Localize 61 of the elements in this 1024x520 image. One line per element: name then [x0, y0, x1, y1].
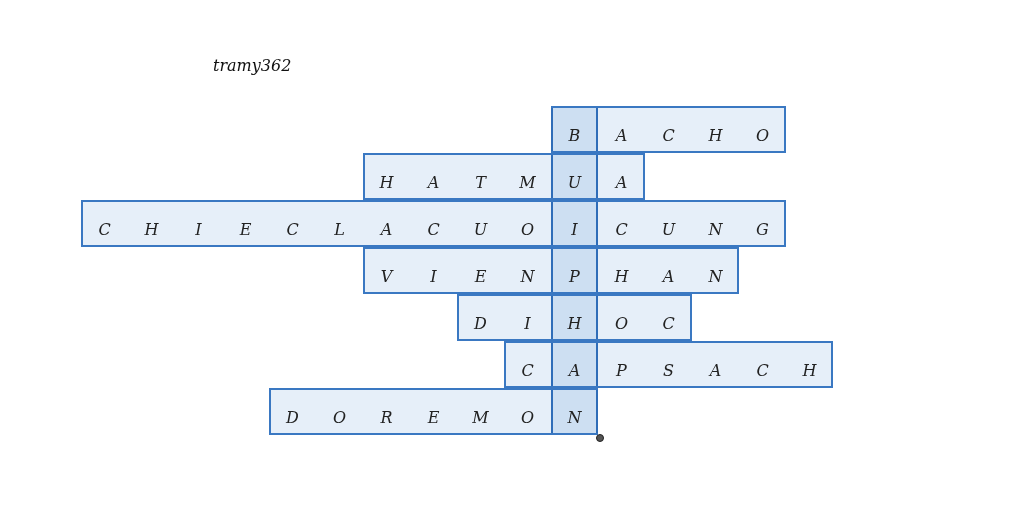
crossword-letter: A: [707, 360, 723, 382]
crossword-row: [269, 388, 598, 435]
crossword-letter: O: [519, 219, 536, 241]
crossword-letter: R: [379, 407, 394, 429]
crossword-letter: N: [707, 219, 724, 241]
crossword-row: [457, 294, 692, 341]
crossword-letter: D: [285, 407, 300, 429]
keyword-letter-cell: I: [551, 202, 598, 245]
crossword-letter: D: [473, 313, 488, 335]
crossword-letter: A: [425, 172, 441, 194]
crossword-letter: C: [426, 219, 441, 241]
crossword-letter: C: [285, 219, 300, 241]
crossword-letter: A: [378, 219, 394, 241]
crossword-letter: S: [662, 360, 675, 382]
crossword-letter: E: [238, 219, 253, 241]
crossword-letter: U: [660, 219, 677, 241]
crossword-letter: E: [426, 407, 441, 429]
keyword-letter-cell: P: [551, 249, 598, 292]
crossword-letter: A: [613, 172, 629, 194]
keyword-letter-cell: A: [551, 343, 598, 386]
crossword-letter: I: [523, 313, 532, 335]
crossword-letter: E: [473, 266, 488, 288]
crossword-letter: M: [518, 172, 537, 194]
crossword-letter: U: [472, 219, 489, 241]
crossword-letter: P: [615, 360, 628, 382]
crossword-letter: L: [333, 219, 346, 241]
crossword-letter: O: [331, 407, 348, 429]
crossword-letter: V: [379, 266, 395, 288]
crossword-letter: H: [801, 360, 818, 382]
keyword-letter-cell: H: [551, 296, 598, 339]
crossword-row: [81, 200, 786, 247]
author-label: tramy362: [213, 56, 292, 75]
crossword-letter: T: [474, 172, 488, 194]
keyword-letter-cell: B: [551, 108, 598, 151]
crossword-letter: M: [471, 407, 490, 429]
crossword-letter: H: [613, 266, 630, 288]
keyword-letter-cell: U: [551, 155, 598, 198]
crossword-letter: O: [754, 125, 771, 147]
crossword-row: [504, 341, 833, 388]
keyword-letter-cell: N: [551, 390, 598, 433]
crossword-letter: I: [194, 219, 203, 241]
crossword-letter: C: [614, 219, 629, 241]
crossword-letter: N: [519, 266, 536, 288]
crossword-row: [551, 106, 786, 153]
crossword-letter: I: [429, 266, 438, 288]
crossword-letter: A: [613, 125, 629, 147]
crossword-letter: C: [97, 219, 112, 241]
crossword-letter: N: [707, 266, 724, 288]
crossword-letter: C: [661, 313, 676, 335]
crossword-letter: C: [661, 125, 676, 147]
crossword-letter: O: [519, 407, 536, 429]
crossword-letter: G: [755, 219, 770, 241]
crossword-letter: C: [755, 360, 770, 382]
crossword-row: [363, 153, 645, 200]
crossword-letter: O: [613, 313, 630, 335]
crossword-letter: A: [660, 266, 676, 288]
crossword-letter: H: [143, 219, 160, 241]
crossword-letter: H: [707, 125, 724, 147]
crossword-letter: H: [378, 172, 395, 194]
crossword-row: [363, 247, 739, 294]
crossword-letter: C: [520, 360, 535, 382]
